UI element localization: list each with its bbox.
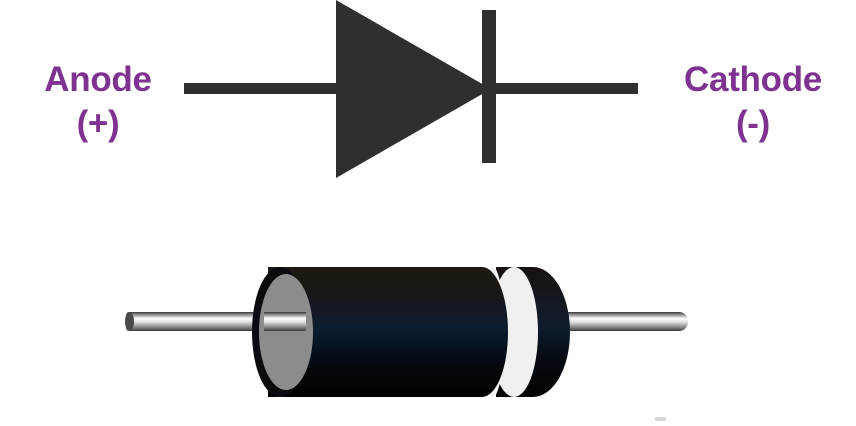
anode-label: Anode (+): [10, 62, 186, 141]
cathode-label: Cathode (-): [660, 62, 846, 141]
symbol-cathode-wire: [484, 83, 638, 94]
anode-label-polarity: (+): [76, 104, 120, 143]
symbol-anode-wire: [184, 83, 340, 94]
symbol-triangle-icon: [336, 0, 491, 178]
component-body: [252, 267, 570, 397]
diode-schematic-symbol: [0, 0, 856, 200]
cathode-label-polarity: (-): [735, 104, 771, 143]
component-lead-stub: [264, 312, 306, 331]
component-end-cap: [259, 274, 313, 390]
diode-component-illustration: [0, 246, 856, 426]
stray-mark: [655, 417, 666, 421]
cathode-label-name: Cathode: [684, 60, 822, 99]
component-right-lead: [560, 312, 688, 331]
anode-label-name: Anode: [44, 60, 152, 99]
